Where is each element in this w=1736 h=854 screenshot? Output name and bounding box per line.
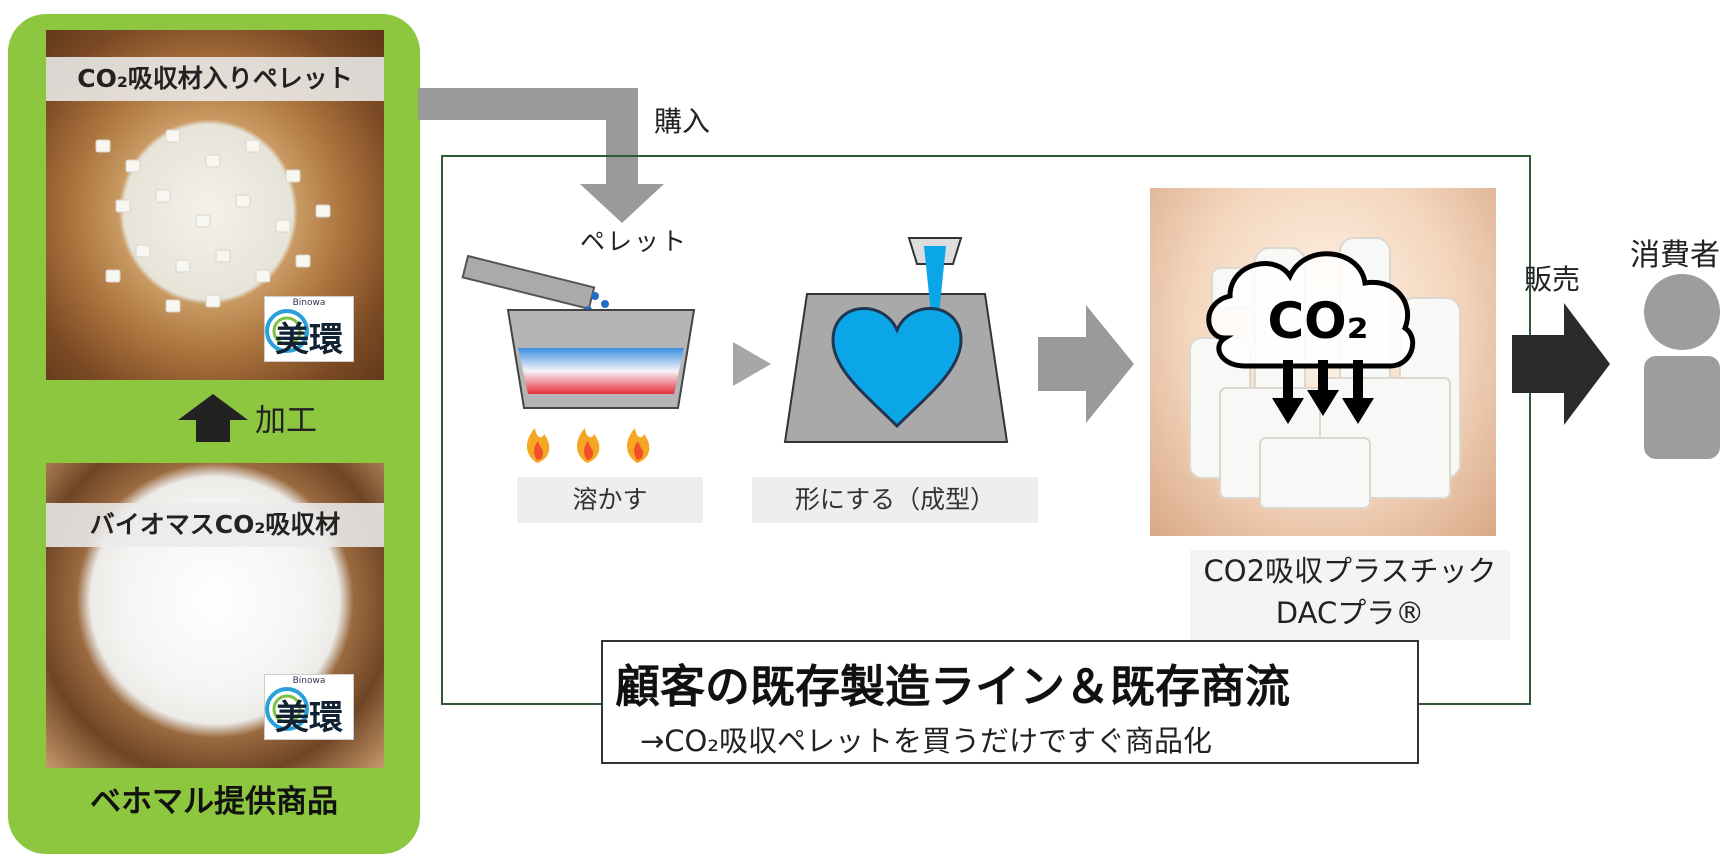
sale-arrow-icon	[1512, 303, 1610, 425]
pellet-photo-label: CO₂吸収材入りペレット	[46, 57, 384, 101]
co2-down-arrows-icon	[1272, 360, 1374, 424]
flame-icon	[526, 428, 650, 463]
heart-mold-icon	[831, 307, 963, 429]
powder-photo-label: バイオマスCO₂吸収材	[46, 503, 384, 547]
molten-plastic-icon	[518, 348, 684, 394]
pellet-granules	[95, 129, 331, 313]
product-caption-line1: CO2吸収プラスチック	[1203, 554, 1497, 588]
process-label: 加工	[255, 403, 317, 439]
step-arrow-icon	[733, 342, 771, 386]
step-mold-label: 形にする（成型）	[752, 477, 1038, 523]
pellet-chute-icon	[461, 254, 596, 311]
powder-photo: バイオマスCO₂吸収材 Binowa 美環	[46, 463, 384, 768]
to-product-arrow-icon	[1038, 305, 1134, 423]
callout-box	[601, 640, 1419, 764]
logo-subtext: Binowa	[292, 298, 326, 308]
step-melt-label: 溶かす	[517, 477, 703, 523]
binowa-logo: Binowa 美環	[264, 296, 354, 362]
binowa-logo-mark	[265, 687, 309, 731]
sale-label: 販売	[1524, 263, 1581, 296]
consumer-icon	[1644, 274, 1720, 459]
logo-text: 美環	[275, 320, 343, 360]
product-illustration: CO₂	[1189, 237, 1461, 509]
callout-title: 顧客の既存製造ライン＆既存商流	[615, 660, 1291, 713]
binowa-logo-mark	[265, 309, 309, 353]
panel-caption: ベホマル提供商品	[90, 784, 338, 820]
pellet-photo: CO₂吸収材入りペレット Binowa 美環	[46, 30, 384, 380]
co2-cloud-icon	[1206, 251, 1416, 369]
process-up-arrow-icon	[178, 394, 248, 442]
logo-subtext: Binowa	[292, 676, 326, 686]
dac-plastic-product-photo: CO₂	[1150, 188, 1496, 536]
product-caption: CO2吸収プラスチック DACプラ®	[1190, 550, 1510, 640]
callout-subtitle: →CO₂吸収ペレットを買うだけですぐ商品化	[640, 724, 1213, 758]
consumer-label: 消費者	[1630, 238, 1720, 273]
mold-illustration	[783, 237, 1009, 443]
purchase-arrow-icon	[418, 88, 664, 223]
melting-pot-illustration	[461, 254, 696, 463]
logo-text: 美環	[275, 698, 343, 738]
pellet-label: ペレット	[580, 227, 689, 256]
binowa-logo: Binowa 美環	[264, 674, 354, 740]
purchase-label: 購入	[654, 105, 711, 138]
co2-badge: CO₂	[1267, 292, 1368, 350]
product-caption-line2: DACプラ®	[1275, 596, 1425, 630]
